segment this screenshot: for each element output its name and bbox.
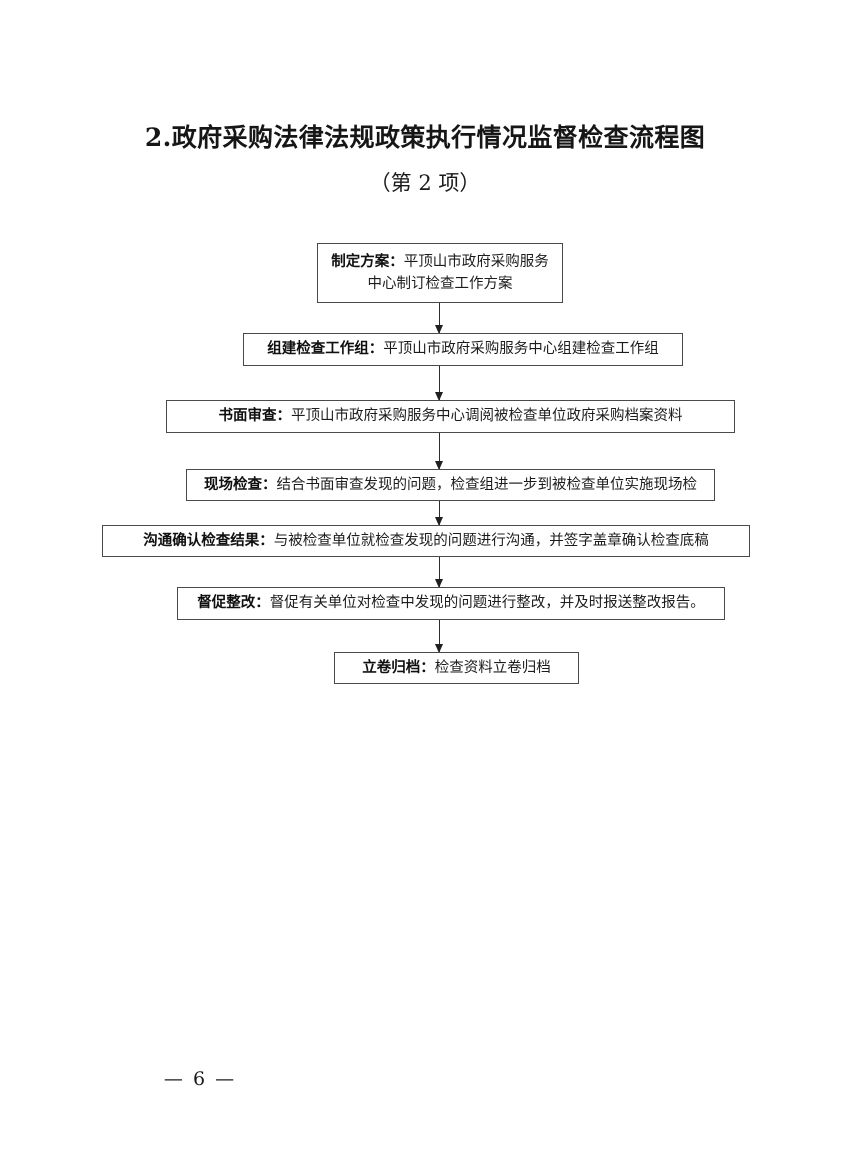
- flow-node-archive-files: 立卷归档：检查资料立卷归档: [334, 652, 579, 684]
- flow-connector-arrow: [435, 501, 443, 526]
- flow-node-body: 平顶山市政府采购服务中心制订检查工作方案: [367, 253, 549, 292]
- page-title: 2.政府采购法律法规政策执行情况监督检查流程图: [144, 123, 706, 152]
- flow-connector-arrow: [435, 620, 443, 653]
- arrow-down-icon: [435, 392, 443, 401]
- flowchart: 制定方案：平顶山市政府采购服务中心制订检查工作方案 组建检查工作组：平顶山市政府…: [102, 243, 750, 684]
- arrow-down-icon: [435, 517, 443, 526]
- page-subtitle: （第 2 项）: [369, 171, 481, 195]
- flow-node-label: 制定方案：: [331, 252, 404, 270]
- flow-connector-arrow: [435, 433, 443, 470]
- flow-connector-arrow: [435, 303, 443, 334]
- flow-node-label: 沟通确认检查结果：: [143, 531, 274, 549]
- flow-node-confirm-results: 沟通确认检查结果：与被检查单位就检查发现的问题进行沟通，并签字盖章确认检查底稿: [102, 525, 750, 557]
- flow-node-form-inspection-team: 组建检查工作组：平顶山市政府采购服务中心组建检查工作组: [243, 333, 683, 366]
- flow-node-label: 现场检查：: [204, 475, 277, 493]
- flow-node-document-review: 书面审查：平顶山市政府采购服务中心调阅被检查单位政府采购档案资料: [166, 400, 735, 433]
- arrow-down-icon: [435, 579, 443, 588]
- flow-node-body: 检查资料立卷归档: [434, 659, 551, 676]
- flow-node-body: 督促有关单位对检查中发现的问题进行整改，并及时报送整改报告。: [269, 595, 705, 612]
- flow-node-body: 平顶山市政府采购服务中心调阅被检查单位政府采购档案资料: [291, 408, 683, 425]
- flow-node-body: 结合书面审查发现的问题，检查组进一步到被检查单位实施现场检: [276, 476, 698, 493]
- arrow-down-icon: [435, 644, 443, 653]
- flow-node-onsite-inspection: 现场检查：结合书面审查发现的问题，检查组进一步到被检查单位实施现场检: [186, 469, 715, 501]
- flow-node-body: 与被检查单位就检查发现的问题进行沟通，并签字盖章确认检查底稿: [273, 532, 709, 549]
- flow-node-label: 立卷归档：: [362, 658, 435, 676]
- arrow-down-icon: [435, 325, 443, 334]
- flow-node-body: 平顶山市政府采购服务中心组建检查工作组: [383, 341, 659, 358]
- flow-node-supervise-rectification: 督促整改：督促有关单位对检查中发现的问题进行整改，并及时报送整改报告。: [177, 587, 725, 620]
- flow-connector-arrow: [435, 557, 443, 588]
- arrow-down-icon: [435, 461, 443, 470]
- flow-connector-arrow: [435, 366, 443, 401]
- flow-node-label: 书面审查：: [218, 407, 292, 425]
- flow-node-label: 组建检查工作组：: [267, 340, 384, 358]
- flow-node-formulate-plan: 制定方案：平顶山市政府采购服务中心制订检查工作方案: [317, 243, 563, 303]
- page-number: — 6 —: [163, 1068, 237, 1090]
- flow-node-label: 督促整改：: [197, 594, 270, 612]
